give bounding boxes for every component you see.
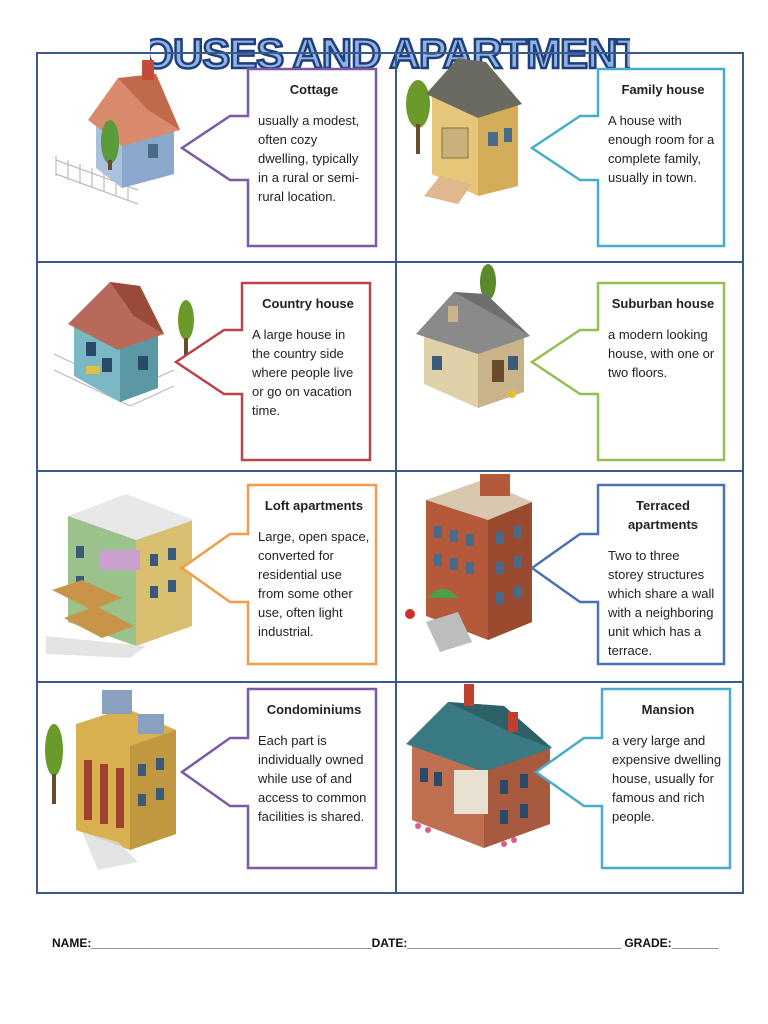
loft-apartments-callout: Loft apartments Large, open space, conve… xyxy=(179,483,378,666)
condominiums-illustration xyxy=(45,690,176,870)
cottage-illustration xyxy=(55,60,180,205)
card-description: A house with enough room for a complete … xyxy=(608,113,715,185)
grid-divider-row-1 xyxy=(36,261,744,263)
country-house-illustration xyxy=(53,282,194,407)
card-title: Family house xyxy=(621,82,705,97)
name-label: NAME: xyxy=(52,936,92,950)
card-title: Suburban house xyxy=(611,296,715,311)
loft-apartments-illustration xyxy=(46,494,194,658)
mansion-illustration xyxy=(406,684,552,848)
suburban-house-illustration xyxy=(416,264,530,408)
terraced-apartments-callout: Terraced apartments Two to three storey … xyxy=(529,483,726,666)
cottage-callout: Cottage usually a modest, often cozy dwe… xyxy=(179,67,378,248)
family-house-illustration xyxy=(406,58,522,204)
grid-divider-row-2 xyxy=(36,470,744,472)
grid-divider-vertical xyxy=(395,52,397,894)
card-description: a modern looking house, with one or two … xyxy=(608,327,715,380)
card-description: a very large and expensive dwelling hous… xyxy=(612,733,722,824)
grid-divider-row-3 xyxy=(36,681,744,683)
country-house-callout: Country house A large house in the count… xyxy=(173,281,372,462)
date-label: DATE: xyxy=(371,936,408,950)
card-title: Loft apartments xyxy=(264,498,364,513)
card-description: Large, open space, converted for residen… xyxy=(258,529,370,639)
condominiums-callout: Condominiums Each part is individually o… xyxy=(179,687,378,870)
card-description: A large house in the country side where … xyxy=(252,327,354,418)
card-description: Two to three storey structures which sha… xyxy=(608,548,715,658)
suburban-house-callout: Suburban house a modern looking house, w… xyxy=(529,281,726,462)
card-title: Condominiums xyxy=(266,702,362,717)
card-grid xyxy=(36,52,744,894)
worksheet-footer: NAME:___________________________________… xyxy=(52,936,718,950)
card-title: Cottage xyxy=(289,82,339,97)
family-house-callout: Family house A house with enough room fo… xyxy=(529,67,726,248)
name-field[interactable]: ________________________________________… xyxy=(91,936,372,950)
date-field[interactable]: ________________________________ xyxy=(407,936,621,950)
grade-field[interactable]: _______ xyxy=(671,936,719,950)
card-description: Each part is individually owned while us… xyxy=(258,733,367,824)
mansion-callout: Mansion a very large and expensive dwell… xyxy=(533,687,732,870)
terraced-apartments-illustration xyxy=(405,474,532,652)
card-title: Country house xyxy=(262,296,354,311)
card-title: Terraced apartments xyxy=(627,498,699,532)
card-title: Mansion xyxy=(641,702,695,717)
grade-label: GRADE: xyxy=(624,936,672,950)
card-description: usually a modest, often cozy dwelling, t… xyxy=(258,113,360,204)
